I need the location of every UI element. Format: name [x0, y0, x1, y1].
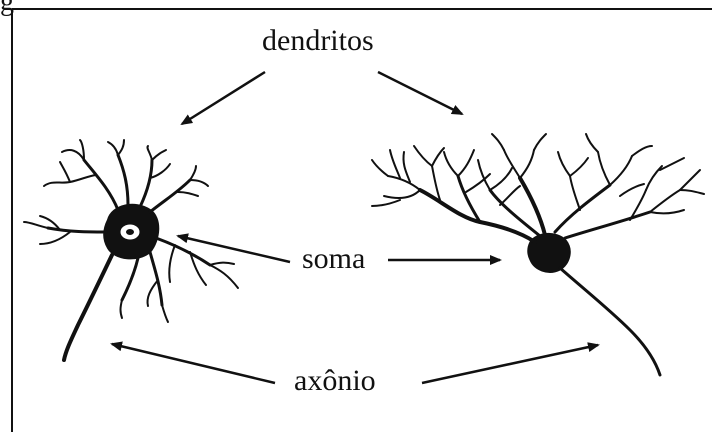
right-neuron	[372, 134, 704, 375]
arrow-dendrites-left	[182, 72, 265, 124]
arrows	[112, 72, 598, 383]
left-neuron-axon	[64, 255, 112, 360]
axon-label: axônio	[294, 364, 376, 398]
corner-letter: g	[0, 0, 14, 18]
soma-label: soma	[302, 242, 365, 276]
arrow-soma-left	[178, 236, 290, 262]
arrow-axon-left	[112, 344, 275, 383]
arrow-axon-right	[422, 345, 598, 383]
arrow-dendrites-right	[378, 72, 462, 114]
dendrites-label: dendritos	[262, 24, 374, 58]
left-neuron	[24, 140, 238, 360]
right-neuron-axon	[560, 268, 660, 375]
